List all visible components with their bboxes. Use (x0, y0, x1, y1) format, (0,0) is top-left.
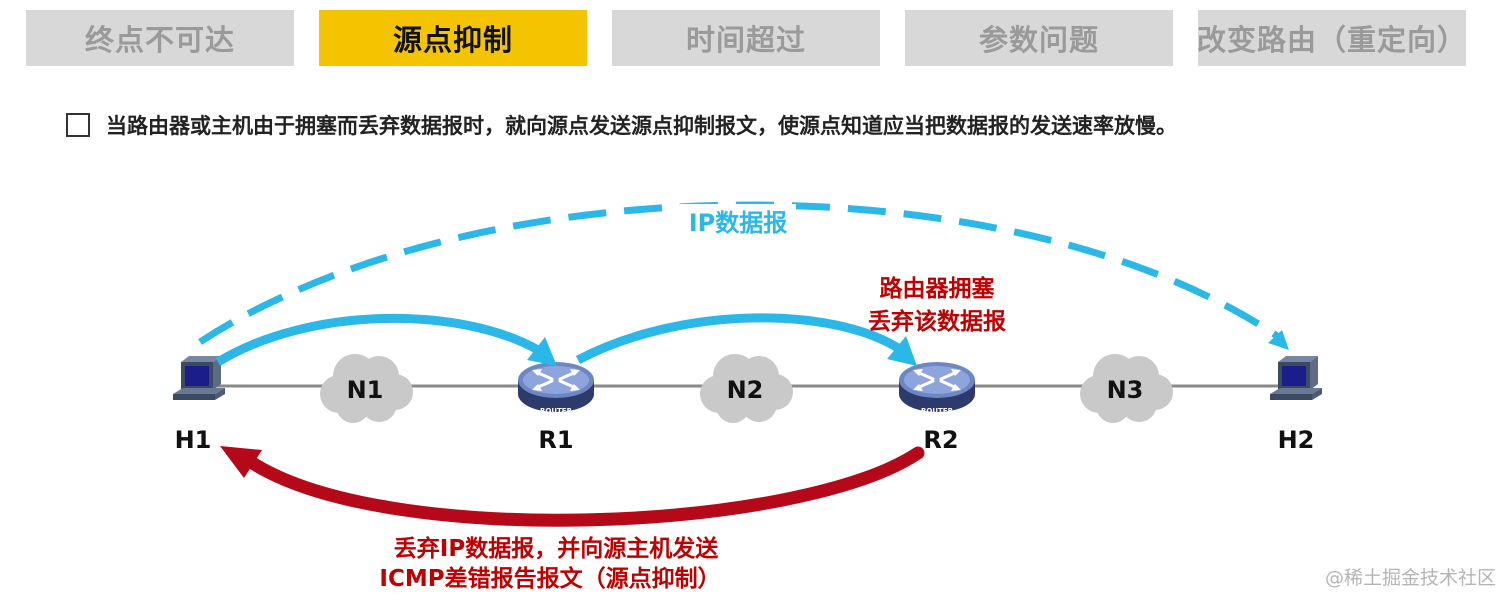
congestion-label-line1: 路由器拥塞 (880, 275, 995, 302)
router-r1: ROUTER R1 (516, 360, 596, 454)
computer-icon (1270, 356, 1322, 400)
bullet-point: 当路由器或主机由于拥塞而丢弃数据报时，就向源点发送源点抑制报文，使源点知道应当把… (66, 108, 1177, 142)
forward-arrow-h1-r1 (215, 313, 541, 366)
network-label-n2: N2 (727, 376, 764, 404)
checkbox-bullet-icon (66, 113, 90, 137)
router-device-text: ROUTER (540, 407, 573, 415)
router-r2: ROUTER R2 (897, 360, 977, 454)
network-cloud-n3: N3 (1080, 354, 1173, 423)
bullet-text: 当路由器或主机由于拥塞而丢弃数据报时，就向源点发送源点抑制报文，使源点知道应当把… (106, 114, 1177, 138)
congestion-label-line2: 丢弃该数据报 (868, 308, 1006, 335)
ip-datagram-arrowhead (1268, 330, 1289, 350)
tab-time-exceeded[interactable]: 时间超过 (612, 10, 880, 66)
computer-icon (173, 356, 225, 400)
tab-destination-unreachable[interactable]: 终点不可达 (26, 10, 294, 66)
ip-datagram-label: IP数据报 (689, 209, 788, 237)
icmp-label-line1: 丢弃IP数据报，并向源主机发送 (394, 535, 718, 562)
router-label-r1: R1 (538, 426, 573, 454)
tab-parameter-problem[interactable]: 参数问题 (905, 10, 1173, 66)
watermark-text: @稀土掘金技术社区 (1324, 567, 1496, 589)
host-label-h2: H2 (1278, 426, 1315, 454)
tab-redirect[interactable]: 改变路由（重定向） (1197, 10, 1466, 66)
network-cloud-n1: N1 (320, 354, 413, 423)
forward-arrowhead-r1 (527, 337, 557, 366)
icmp-return-arrow (241, 446, 925, 527)
network-label-n1: N1 (347, 376, 384, 404)
network-label-n3: N3 (1107, 376, 1144, 404)
forward-arrowhead-r2 (887, 336, 917, 366)
router-device-text: ROUTER (921, 407, 954, 415)
router-label-r2: R2 (923, 426, 958, 454)
tab-source-quench[interactable]: 源点抑制 (319, 10, 587, 66)
host-label-h1: H1 (175, 426, 212, 454)
icmp-return-arrowhead (220, 446, 262, 478)
host-h2: H2 (1270, 356, 1322, 454)
icmp-label-line2: ICMP差错报告报文（源点抑制） (379, 565, 720, 592)
tab-bar: 终点不可达 源点抑制 时间超过 参数问题 改变路由（重定向） (0, 0, 1512, 70)
ip-datagram-label-bg (680, 204, 796, 240)
network-cloud-n2: N2 (700, 354, 793, 423)
forward-arrow-r1-r2 (575, 313, 901, 364)
host-h1: H1 (173, 356, 225, 454)
